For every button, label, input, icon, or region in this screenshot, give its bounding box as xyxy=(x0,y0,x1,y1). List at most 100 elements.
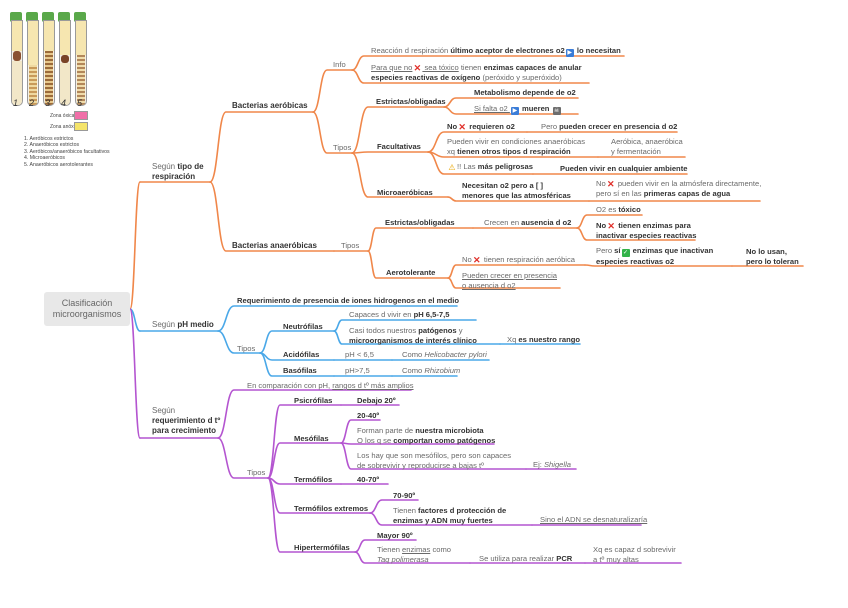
temp-comparacion: En comparación con pH, rangos d tº más a… xyxy=(247,381,414,390)
node-facultativas[interactable]: Facultativas xyxy=(377,142,421,151)
node-tipos-anaerobicas[interactable]: Tipos xyxy=(341,241,360,250)
node-termofilos[interactable]: Termófilos xyxy=(294,475,333,484)
node-termofilos-extremos[interactable]: Termófilos extremos xyxy=(294,504,369,513)
node-bacterias-aerobicas[interactable]: Bacterias aeróbicas xyxy=(232,101,308,110)
node-aerotolerante[interactable]: Aerotolerante xyxy=(386,268,436,277)
acidofilas-ph: pH < 6,5 xyxy=(345,350,374,359)
tube-legend: 1. Aeróbicos estrictos 2. Anaeróbicos es… xyxy=(24,136,110,168)
node-estrictas-aerobicas[interactable]: Estrictas/obligadas xyxy=(376,97,446,106)
tube-5 xyxy=(75,20,87,106)
termofilos-rango: 40-70º xyxy=(357,475,380,484)
legend-item: 2. Anaeróbicos estrictos xyxy=(24,142,80,149)
node-info[interactable]: Info xyxy=(333,60,346,69)
cross-icon: ✕ xyxy=(607,221,615,231)
facultativas-pueden-crecer: Pero pueden crecer en presencia d o2 xyxy=(541,122,678,131)
tube-3 xyxy=(43,20,55,106)
zone-toxic-label: Zona óxica: xyxy=(50,113,76,119)
cross-icon: ✕ xyxy=(606,179,615,189)
mesofilas-rango: 20-40º xyxy=(357,411,380,420)
node-neutrofilas[interactable]: Neutrófilas xyxy=(283,322,323,331)
play-icon: ▶ xyxy=(565,49,574,57)
extremos-rango: 70-90º xyxy=(393,491,416,500)
node-microaerobicas[interactable]: Microaeróbicas xyxy=(377,188,433,197)
info-toxico: Para que no✕ sea tóxico tienen enzimas c… xyxy=(371,63,582,82)
facultativas-peligrosas: ⚠!! Las más peligrosas xyxy=(448,162,533,172)
node-acidofilas[interactable]: Acidófilas xyxy=(283,350,320,359)
cross-icon: ✕ xyxy=(458,122,466,132)
node-estrictas-anaerobicas[interactable]: Estrictas/obligadas xyxy=(385,218,455,227)
root-line2: microorganismos xyxy=(52,309,122,319)
estrictas-metabolismo: Metabolismo depende de o2 xyxy=(474,88,576,97)
basofilas-ph: pH>7,5 xyxy=(345,366,370,375)
facultativas-no-requieren: No✕ requieren o2 xyxy=(447,122,515,132)
node-psicrofilas[interactable]: Psicrófilas xyxy=(294,396,333,405)
zone-anoxic-label: Zona anóxica: xyxy=(50,124,82,130)
tube-cap xyxy=(58,12,70,22)
extremos-adn: Sino el ADN se desnaturalizaría xyxy=(540,515,648,524)
mesofilas-bajas-temperaturas: Los hay que son mesófilos, pero son capa… xyxy=(357,451,512,470)
tube-number: 2 xyxy=(29,98,35,108)
anaerobicas-ausencia: Crecen en ausencia d o2 xyxy=(484,218,572,227)
node-tipos-temp[interactable]: Tipos xyxy=(247,468,266,477)
info-reaccion: Reacción d respiración último aceptor de… xyxy=(371,46,621,57)
skull-icon: ☠ xyxy=(552,107,561,115)
branch-ph-label[interactable]: Según pH medio xyxy=(152,320,214,329)
psicrofilas-rango: Debajo 20º xyxy=(357,396,396,405)
anaerobicas-o2-toxico: O2 es tóxico xyxy=(596,205,641,214)
micro-atmosfera: No✕ pueden vivir en la atmósfera directa… xyxy=(596,179,762,198)
tube-cap xyxy=(26,12,38,22)
ph-requerimiento: Requerimiento de presencia de iones hidr… xyxy=(237,296,459,305)
tube-number: 3 xyxy=(45,98,51,108)
hipertermofilas-pcr: Se utiliza para realizar PCR xyxy=(479,554,573,563)
legend-item: 4. Microaeróbicos xyxy=(24,155,65,162)
aerotolerante-no-respiracion: No✕ tienen respiración aeróbica xyxy=(462,255,576,265)
play-icon: ▶ xyxy=(510,107,519,115)
neutrofilas-ph: Capaces d vivir en pH 6,5-7,5 xyxy=(349,310,450,319)
tube-cap xyxy=(10,12,22,22)
warning-icon: ⚠ xyxy=(448,163,456,172)
node-basofilas[interactable]: Basófilas xyxy=(283,366,317,375)
node-tipos-aerobicas[interactable]: Tipos xyxy=(333,143,352,152)
legend-item: 1. Aeróbicos estrictos xyxy=(24,136,74,142)
estrictas-mueren: Si falta o2 ▶ mueren ☠ xyxy=(474,104,561,115)
root-line1: Clasificación xyxy=(61,298,113,308)
zone-anoxic-swatch xyxy=(74,122,88,131)
legend-item: 5. Anaeróbicos aerotolerantes xyxy=(24,161,93,168)
tube-4 xyxy=(59,20,71,106)
acidofilas-ejemplo: Como Helicobacter pylori xyxy=(402,350,487,359)
node-tipos-ph[interactable]: Tipos xyxy=(237,344,256,353)
aerotolerante-toleran: No lo usan,pero lo toleran xyxy=(746,247,799,266)
cross-icon: ✕ xyxy=(413,63,422,73)
cross-icon: ✕ xyxy=(472,255,481,265)
node-mesofilas[interactable]: Mesófilas xyxy=(294,434,329,443)
node-hipertermofilas[interactable]: Hipertermófilas xyxy=(294,543,350,552)
tube-cap xyxy=(42,12,54,22)
check-icon: ✓ xyxy=(621,249,630,257)
tube-number: 5 xyxy=(77,98,83,108)
neutrofilas-rango: Xq es nuestro rango xyxy=(507,335,581,344)
hipertermofilas-rango: Mayor 90º xyxy=(377,531,413,540)
zone-toxic-swatch xyxy=(74,111,88,120)
node-bacterias-anaerobicas[interactable]: Bacterias anaeróbicas xyxy=(232,241,317,250)
micro-necesitan: Necesitan o2 pero a [ ]menores que las a… xyxy=(462,181,571,200)
tube-1 xyxy=(11,20,23,106)
tube-2 xyxy=(27,20,39,106)
tube-number: 4 xyxy=(61,98,67,108)
tube-number: 1 xyxy=(13,98,19,108)
mesofilas-ejemplo: Ej: Shigella xyxy=(533,460,572,469)
facultativas-cualquier-ambiente: Pueden vivir en cualquier ambiente xyxy=(560,164,688,173)
legend-item: 3. Aeróbicos/anaeróbicos facultativos xyxy=(24,148,110,155)
